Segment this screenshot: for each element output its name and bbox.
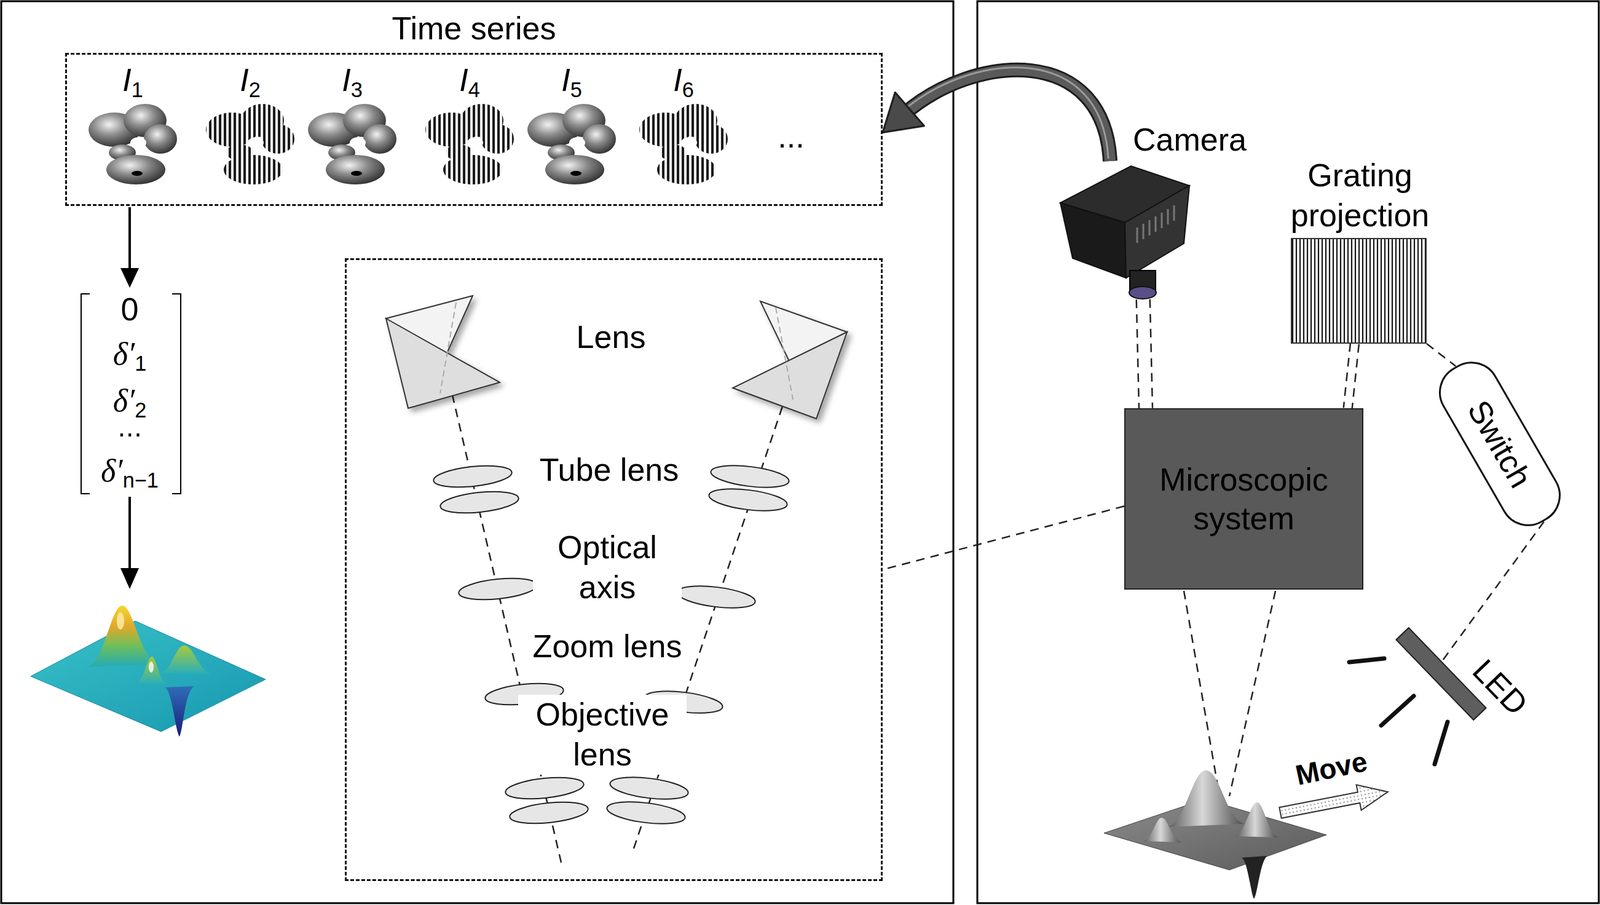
dashed-connector — [1441, 521, 1544, 662]
frame-label: I1 — [122, 60, 144, 103]
node-text: Microscopic system — [1137, 460, 1350, 538]
dashed-group-box: Time series — [65, 52, 883, 206]
vector-entry: δ′2 — [113, 381, 147, 423]
lens-label: Tube lens — [535, 449, 683, 490]
vector-entry: 0 — [121, 290, 139, 329]
node-text: Lens — [576, 317, 647, 356]
vector-entry: δ′1 — [113, 334, 147, 377]
vector-entry: ⋯ — [117, 419, 142, 449]
grating-pattern: Grating projection — [1290, 237, 1427, 344]
frame-label: I2 — [239, 60, 261, 103]
lens-label: Objective lens — [518, 694, 687, 775]
frame-label: I3 — [341, 60, 363, 103]
node-text: Grating projection — [1261, 155, 1459, 236]
dashed-connector — [1426, 343, 1456, 367]
frame-label: I4 — [459, 60, 481, 103]
curved-arrow — [882, 67, 1111, 162]
frame-label: I5 — [561, 60, 583, 103]
dashed-connector — [1343, 342, 1360, 409]
vector-entry: δ′n−1 — [100, 451, 159, 493]
frame-label: I6 — [673, 60, 694, 103]
switch-box: Switch — [1428, 350, 1572, 536]
node-text: Switch — [1459, 393, 1541, 495]
node-text: LED — [1464, 651, 1536, 723]
ellipsis: ... — [777, 117, 804, 156]
node-text: Time series — [66, 9, 881, 48]
dashed-connector — [882, 505, 1125, 570]
dashed-connector — [1136, 299, 1153, 409]
lens-label: Zoom lens — [529, 626, 686, 667]
node-text: Camera — [1132, 120, 1247, 159]
lens-label: Optical axis — [532, 527, 682, 608]
led-bar: LED — [1395, 626, 1487, 721]
camera-device: Camera — [1057, 161, 1190, 300]
process-box: Microscopic system — [1124, 408, 1364, 590]
motion-label: Move — [1292, 744, 1371, 793]
